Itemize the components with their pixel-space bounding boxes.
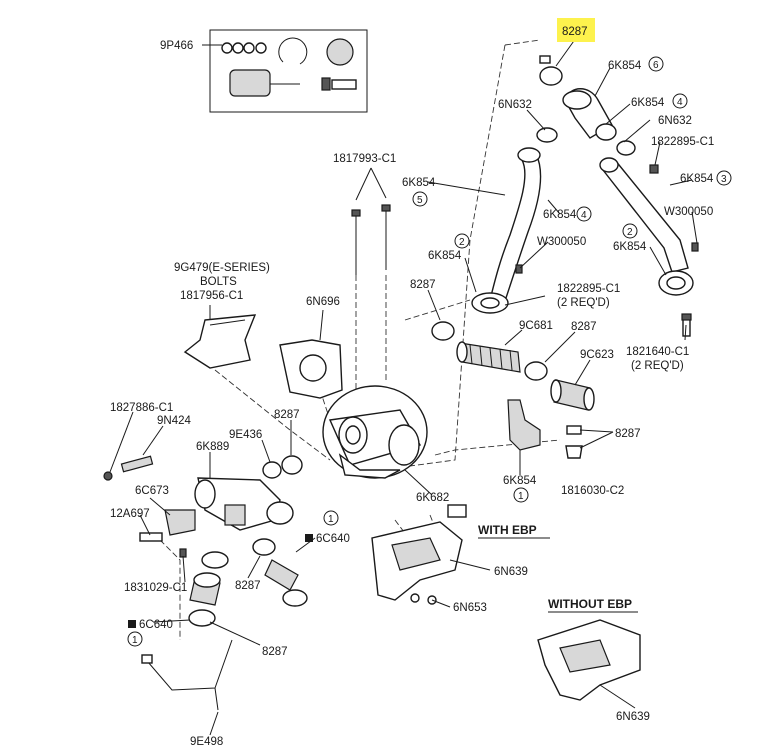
callout-1c: 1 — [132, 635, 138, 646]
label-8287-left: 8287 — [274, 409, 300, 421]
label-1821640-C1: 1821640-C1 — [626, 346, 689, 358]
callout-4b: 4 — [581, 210, 587, 221]
turbocharger-6K682 — [279, 339, 428, 479]
callout-6: 6 — [653, 60, 659, 71]
label-1816030-C2: 1816030-C2 — [561, 485, 624, 497]
label-1822895-C1-mid: 1822895-C1 — [557, 283, 620, 295]
ebp-mounts — [371, 504, 641, 701]
upper-intake-hoses — [471, 55, 699, 337]
middle-intake-parts — [351, 204, 595, 459]
label-6K889: 6K889 — [196, 441, 229, 453]
label-9C623: 9C623 — [580, 349, 614, 361]
label-6K854-4b: 6K854 — [543, 209, 577, 221]
label-9N424: 9N424 — [157, 415, 191, 427]
label-6C640-a: 6C640 — [316, 533, 350, 545]
label-9C681: 9C681 — [519, 320, 553, 332]
label-8287-mid2: 8287 — [571, 321, 597, 333]
label-1827886-C1: 1827886-C1 — [110, 402, 173, 414]
label-6N632-right: 6N632 — [658, 115, 692, 127]
captions: WITH EBP WITHOUT EBP — [478, 523, 638, 613]
label-9G479-line3: 1817956-C1 — [180, 290, 243, 302]
left-side-parts — [103, 314, 308, 711]
label-8287-right: 8287 — [615, 428, 641, 440]
label-W300050-left: W300050 — [537, 236, 586, 248]
label-6C640-b: 6C640 — [139, 619, 173, 631]
label-9G479-line1: 9G479(E-SERIES) — [174, 262, 270, 274]
label-9E498: 9E498 — [190, 736, 223, 748]
callout-4a: 4 — [677, 97, 683, 108]
callout-5: 5 — [417, 195, 423, 206]
callout-1a: 1 — [518, 491, 524, 502]
label-6K854-2a: 6K854 — [428, 250, 462, 262]
kit-9P466 — [209, 29, 368, 113]
callout-2b: 2 — [627, 227, 633, 238]
part-labels: 8287 9P466 6K854 6K854 6N632 6N632 18228… — [110, 26, 714, 748]
label-W300050-right: W300050 — [664, 206, 713, 218]
label-6K854-6: 6K854 — [608, 60, 642, 72]
label-6C673: 6C673 — [135, 485, 169, 497]
label-6N632-left: 6N632 — [498, 99, 532, 111]
label-6N653: 6N653 — [453, 602, 487, 614]
label-2-reqd-a: (2 REQ'D) — [557, 297, 610, 309]
callout-1b: 1 — [328, 514, 334, 525]
label-1822895-C1-top: 1822895-C1 — [651, 136, 714, 148]
label-9G479-line2: BOLTS — [200, 276, 237, 288]
label-6K854-5: 6K854 — [402, 177, 436, 189]
highlight-8287 — [557, 18, 595, 42]
label-1817993-C1: 1817993-C1 — [333, 153, 396, 165]
label-2-reqd-b: (2 REQ'D) — [631, 360, 684, 372]
label-6K854-1: 6K854 — [503, 475, 537, 487]
label-6K854-2b: 6K854 — [613, 241, 647, 253]
label-8287-low: 8287 — [235, 580, 261, 592]
label-8287-mid: 8287 — [410, 279, 436, 291]
callout-3: 3 — [721, 174, 727, 185]
leader-lines — [109, 37, 698, 736]
label-12A697: 12A697 — [110, 508, 150, 520]
callout-2a: 2 — [459, 237, 465, 248]
label-9E436: 9E436 — [229, 429, 262, 441]
label-6N639-a: 6N639 — [494, 566, 528, 578]
marker-square-b — [128, 620, 136, 628]
label-6K854-4a: 6K854 — [631, 97, 665, 109]
label-6K682: 6K682 — [416, 492, 449, 504]
label-8287-top: 8287 — [562, 26, 588, 38]
caption-with-ebp: WITH EBP — [478, 523, 537, 537]
label-8287-bottom: 8287 — [262, 646, 288, 658]
callout-circles: 6 4 3 5 4 2 2 1 1 1 — [127, 56, 732, 647]
label-6K854-3: 6K854 — [680, 173, 714, 185]
marker-square-a — [305, 534, 313, 542]
label-6N639-b: 6N639 — [616, 711, 650, 723]
caption-without-ebp: WITHOUT EBP — [548, 597, 632, 611]
label-6N696: 6N696 — [306, 296, 340, 308]
label-1831029-C1: 1831029-C1 — [124, 582, 187, 594]
label-9P466: 9P466 — [160, 40, 193, 52]
